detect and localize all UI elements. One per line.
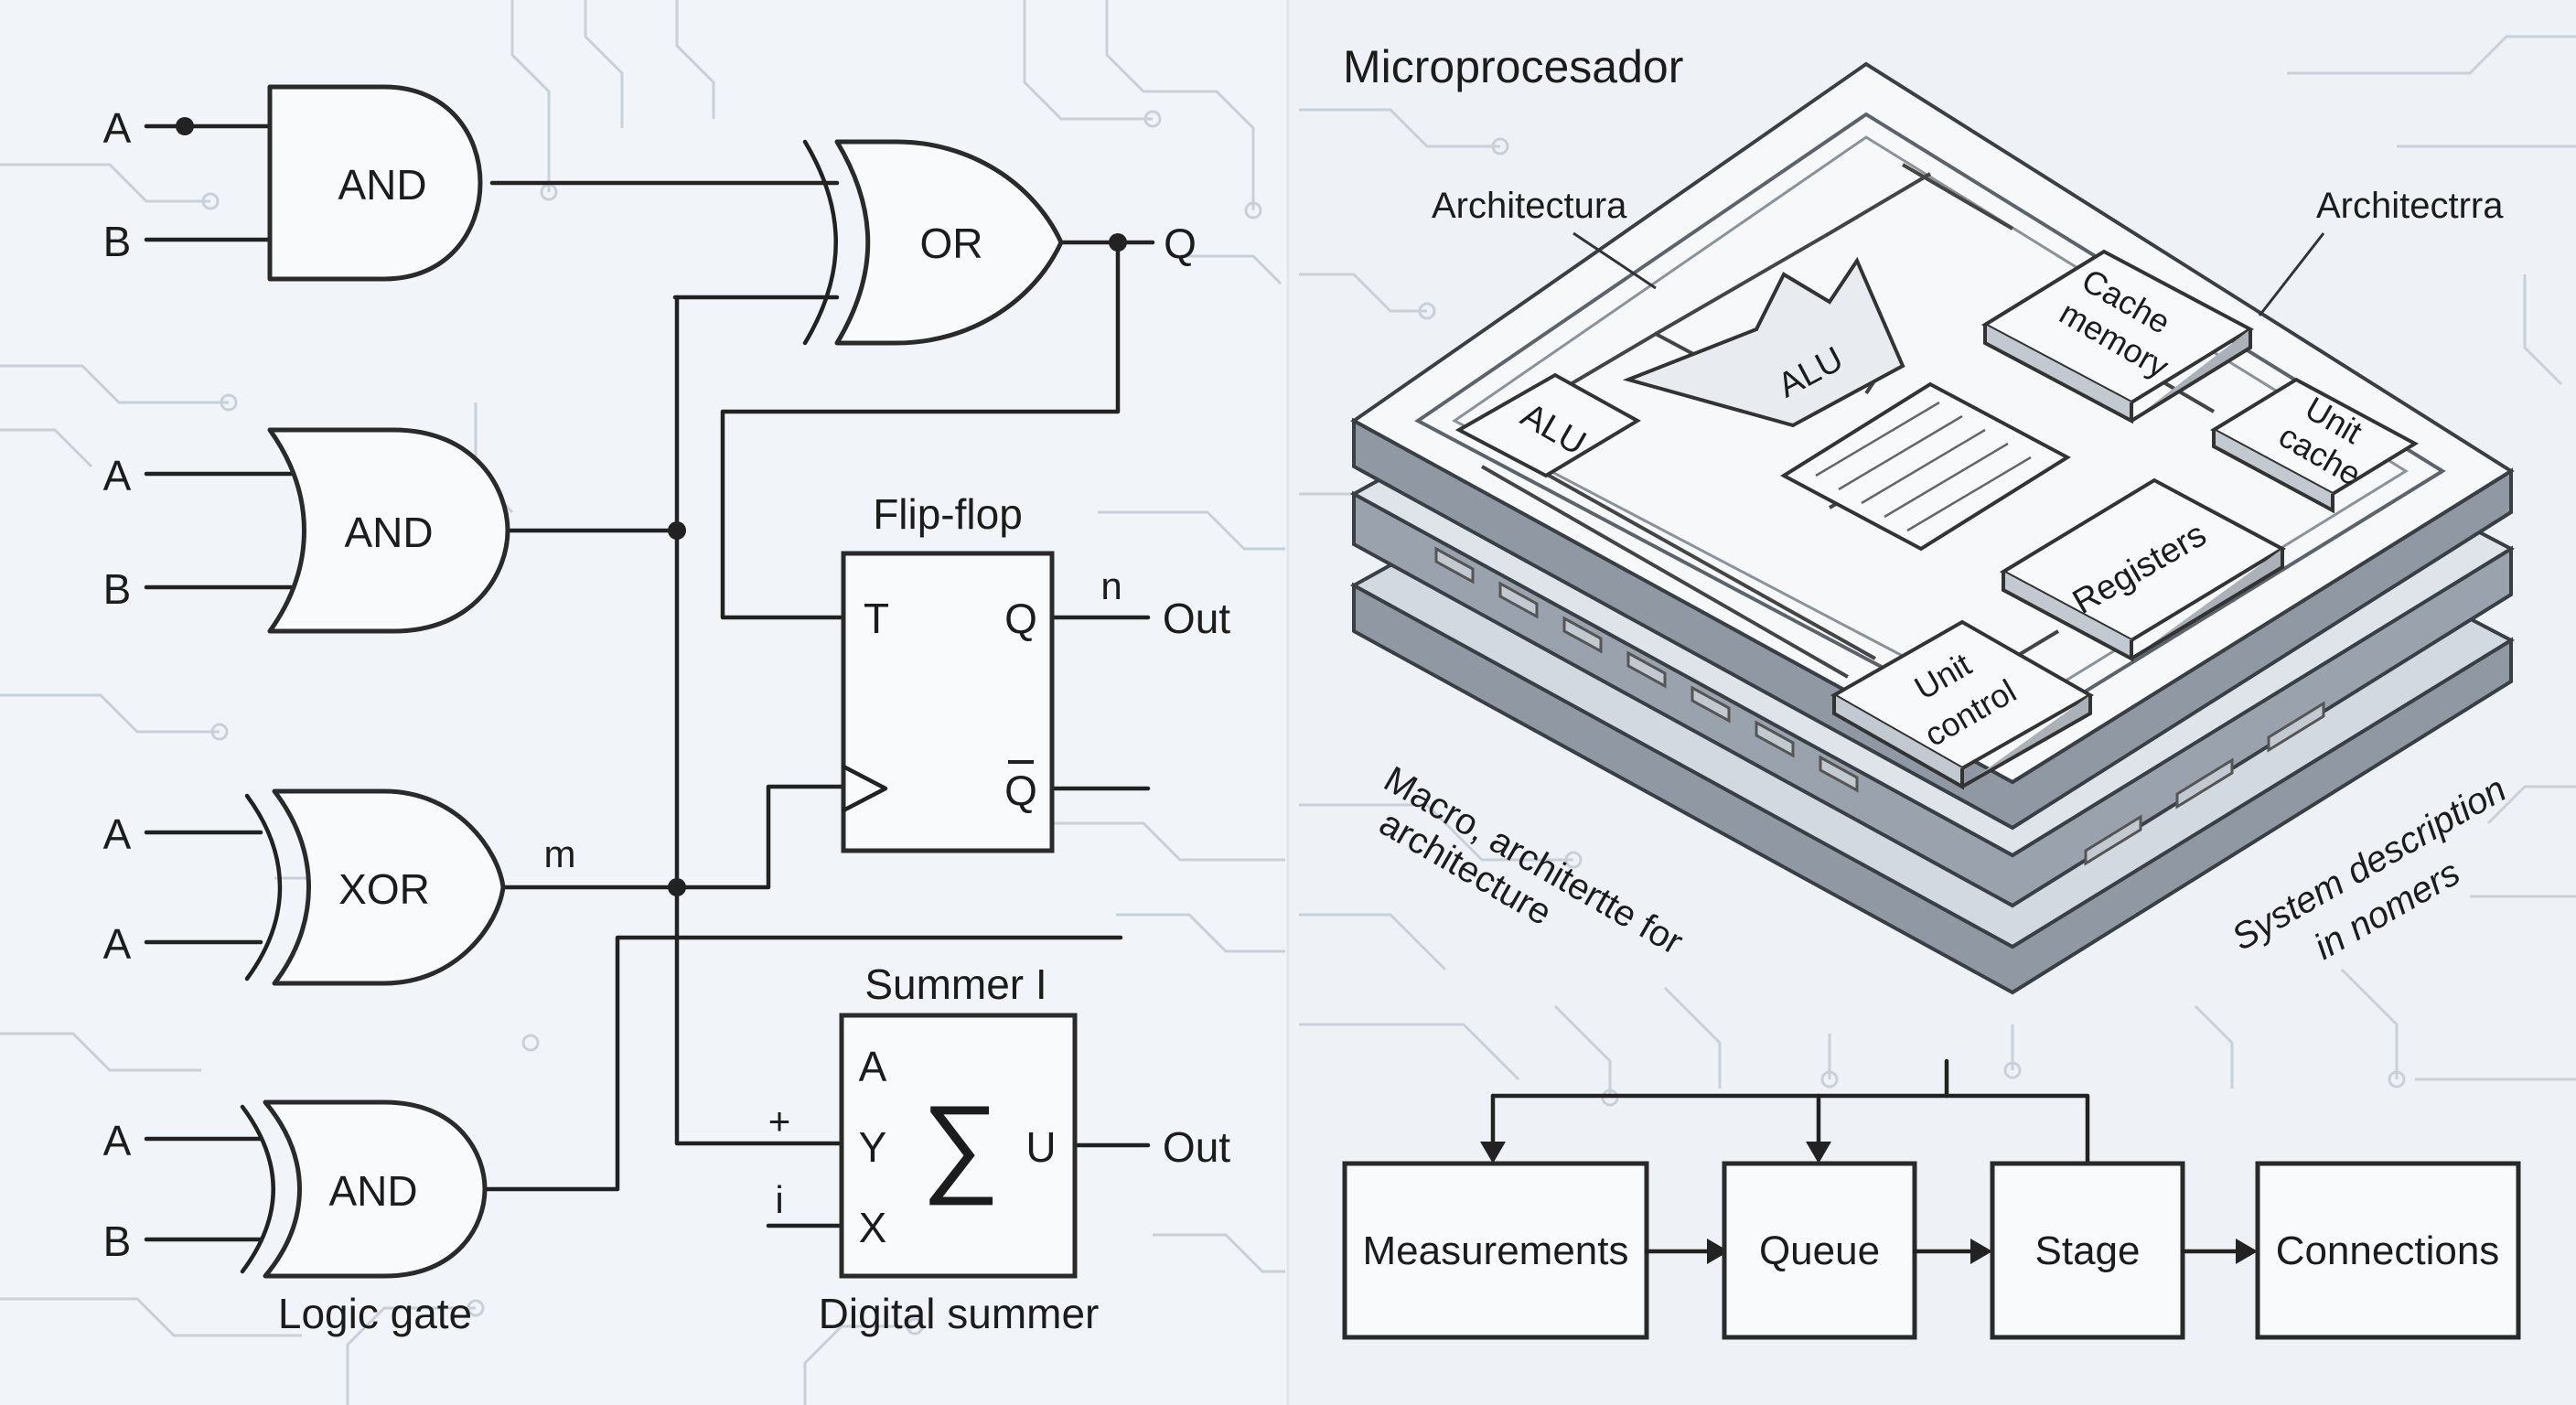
- input-label-b: B: [103, 565, 132, 613]
- cache-memory-block: Cache memory: [1980, 249, 2255, 424]
- flow-box-connections: [2255, 1161, 2521, 1340]
- gate-label: XOR: [338, 865, 430, 913]
- output-label-q: Q: [1164, 220, 1197, 267]
- flow-label-measurements: Measurements: [1362, 1228, 1628, 1273]
- circuit-wires: [144, 123, 1155, 1242]
- callout-architectrra: Architectrra: [2316, 186, 2504, 226]
- summer-pin-x: X: [859, 1204, 887, 1251]
- background-traces-left: [0, 0, 1285, 1405]
- unit-cache-block: Unit cache: [2209, 377, 2420, 514]
- pin-row: [1434, 546, 2325, 866]
- caption-logic-gate: Logic gate: [278, 1290, 472, 1337]
- summer-pin-a: A: [859, 1043, 887, 1090]
- gate-label: OR: [920, 220, 983, 267]
- or-gate: OR Q: [802, 139, 1197, 346]
- and-gate-3: AND A B Logic gate: [103, 1099, 488, 1337]
- flow-diagram: Measurements Queue Stage Connections: [1342, 1058, 2521, 1340]
- microprocessor-diagram: Microprocesador: [1342, 41, 2521, 1340]
- input-label-b: B: [103, 1217, 132, 1265]
- register-array: [1780, 381, 2071, 552]
- registers-block: Registers: [1999, 477, 2287, 662]
- unit-control-block: Unit control: [1830, 619, 2095, 790]
- gate-label: AND: [338, 161, 426, 209]
- junction-dot: [1109, 233, 1127, 252]
- input-label-a: A: [103, 452, 132, 499]
- and-gate-1: AND A B: [103, 84, 483, 282]
- caption-digital-summer: Digital summer: [819, 1290, 1100, 1337]
- flip-flop-title: Flip-flop: [873, 490, 1023, 538]
- alu-small-block: ALU: [1454, 372, 1641, 478]
- signal-tag-n: n: [1100, 564, 1122, 607]
- gate-label: AND: [328, 1167, 417, 1215]
- flip-flop: Flip-flop T Q Q n Out: [841, 490, 1230, 853]
- summer-title: Summer I: [864, 960, 1046, 1008]
- junction-dot: [668, 521, 686, 540]
- xor-gate: XOR A A m: [103, 788, 576, 986]
- junction-dot: [176, 117, 194, 135]
- flow-label-stage: Stage: [2035, 1228, 2141, 1273]
- and-gate-2: AND A B: [103, 427, 510, 634]
- flip-flop-pin-t: T: [864, 595, 889, 642]
- alu-large-block: ALU: [1622, 256, 1905, 428]
- flip-flop-pin-q: Q: [1004, 595, 1037, 642]
- junction-dot: [668, 878, 686, 896]
- summer-output-label: Out: [1163, 1123, 1230, 1171]
- logic-circuit: AND A B OR Q AND A B XOR A A m: [103, 84, 1231, 1337]
- gate-label: AND: [344, 509, 433, 556]
- input-label-a: A: [103, 104, 132, 152]
- chip-components: ALU ALU Cache memory: [1454, 249, 2420, 790]
- flow-label-connections: Connections: [2276, 1228, 2500, 1273]
- flow-label-queue: Queue: [1759, 1228, 1880, 1273]
- tag-plus: +: [768, 1099, 791, 1142]
- input-label-a-2: A: [103, 920, 132, 968]
- flow-box-queue: [1722, 1161, 1917, 1340]
- callout-architectura: Architectura: [1432, 186, 1627, 226]
- sigma-symbol: ∑: [921, 1083, 1000, 1206]
- input-label-a: A: [103, 1117, 132, 1164]
- input-label-a: A: [103, 810, 132, 858]
- summer-pin-u: U: [1025, 1123, 1056, 1171]
- flip-flop-output-label: Out: [1163, 595, 1230, 642]
- right-title: Microprocesador: [1343, 41, 1683, 92]
- signal-tag-m: m: [544, 832, 576, 875]
- flow-box-stage: [1990, 1161, 2185, 1340]
- summer-pin-y: Y: [859, 1123, 887, 1171]
- digital-summer: Summer I A Y X ∑ U + i Out Digital summe…: [768, 960, 1231, 1337]
- background-traces-right: [1299, 35, 2576, 1107]
- tag-i: i: [775, 1178, 783, 1221]
- flip-flop-pin-qbar: Q: [1004, 767, 1037, 814]
- input-label-b: B: [103, 218, 132, 265]
